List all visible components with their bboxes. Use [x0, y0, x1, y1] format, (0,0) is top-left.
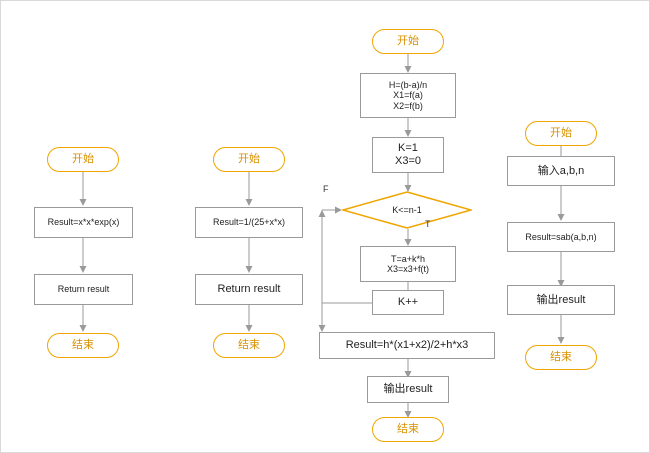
flow4-input-process: 输入a,b,n: [507, 156, 615, 186]
flow3-arrow-result-output: [400, 359, 416, 379]
flow2-end-terminal: 结束: [213, 333, 285, 358]
flow2-step2-process: Return result: [195, 274, 303, 305]
flow1-end-terminal: 结束: [47, 333, 119, 358]
flow4-output-process: 输出result: [507, 285, 615, 315]
flow1-step2-process: Return result: [34, 274, 133, 305]
flow4-arrow-step-output: [553, 252, 569, 288]
flow1-step1-process: Result=x*x*exp(x): [34, 207, 133, 238]
flow3-decision-label: K<=n-1: [392, 205, 422, 215]
flow4-end-terminal: 结束: [525, 345, 597, 370]
flow3-arrow-start-init: [400, 54, 416, 74]
flow3-start-terminal: 开始: [372, 29, 444, 54]
flow3-result-process: Result=h*(x1+x2)/2+h*x3: [319, 332, 495, 359]
flow3-false-branch-arrow: [317, 210, 337, 332]
flow3-arrow-decision-body: [400, 229, 416, 247]
flow3-end-terminal: 结束: [372, 417, 444, 442]
flow3-body-process: T=a+k*h X3=x3+f(t): [360, 246, 456, 282]
flow1-arrow-step1-step2: [75, 238, 91, 274]
flow4-arrow-output-end: [553, 315, 569, 345]
flow3-decision-diamond: K<=n-1: [342, 191, 472, 229]
flow3-output-process: 输出result: [367, 376, 449, 403]
flow2-start-terminal: 开始: [213, 147, 285, 172]
flow3-counter-process: K=1 X3=0: [372, 137, 444, 173]
flow4-arrow-input-step: [553, 186, 569, 222]
flow3-false-label: F: [323, 184, 329, 194]
flow3-increment-process: K++: [372, 290, 444, 315]
flow2-step1-process: Result=1/(25+x*x): [195, 207, 303, 238]
flow1-start-terminal: 开始: [47, 147, 119, 172]
flow3-init-process: H=(b-a)/n X1=f(a) X2=f(b): [360, 73, 456, 118]
flow4-step-process: Result=sab(a,b,n): [507, 222, 615, 252]
flow1-arrow-start-step1: [75, 172, 91, 207]
flow2-arrow-start-step1: [241, 172, 257, 207]
flow3-true-label: T: [425, 219, 431, 229]
flow1-arrow-step2-end: [75, 305, 91, 333]
flow3-arrow-counter-decision: [400, 173, 416, 193]
flow4-start-terminal: 开始: [525, 121, 597, 146]
flow2-arrow-step2-end: [241, 305, 257, 333]
flow3-arrow-output-end: [400, 403, 416, 419]
flow2-arrow-step1-step2: [241, 238, 257, 274]
flow3-arrow-init-counter: [400, 118, 416, 138]
